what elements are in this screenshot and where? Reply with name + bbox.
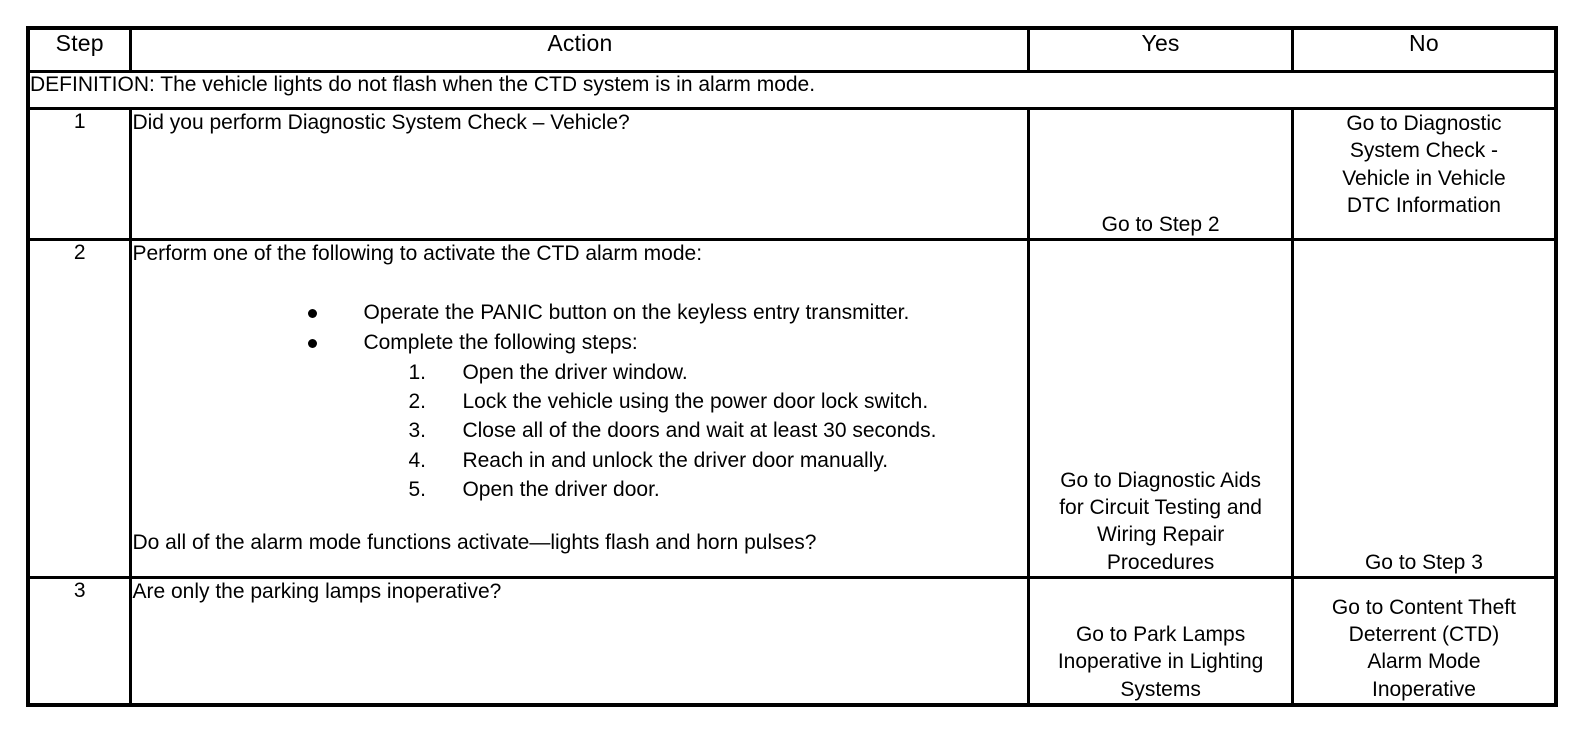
column-header-step: Step [26, 26, 133, 73]
list-item: Operate the PANIC button on the keyless … [132, 298, 1027, 328]
list-item: 5. Open the driver door. [132, 475, 1027, 504]
definition-text: DEFINITION: The vehicle lights do not fl… [26, 70, 1558, 110]
substep-number: 2. [408, 389, 426, 413]
no-line: System Check - [1349, 139, 1499, 163]
action-bullet-list-2: Operate the PANIC button on the keyless … [132, 298, 1027, 358]
no-result-cell-1: Go to Diagnostic System Check - Vehicle … [1290, 107, 1558, 241]
substep-text: Reach in and unlock the driver door manu… [462, 448, 889, 472]
yes-line: Procedures [1106, 550, 1215, 574]
no-line: Go to Step 3 [1364, 550, 1483, 574]
no-line: DTC Information [1346, 193, 1501, 217]
column-header-no: No [1290, 26, 1558, 73]
substep-number: 1. [408, 360, 426, 384]
bullet-text: Operate the PANIC button on the keyless … [363, 300, 910, 324]
action-lead-text-3: Are only the parking lamps inoperative? [132, 580, 502, 603]
list-item: 1. Open the driver window. [132, 358, 1027, 387]
yes-result-cell-2: Go to Diagnostic Aids for Circuit Testin… [1027, 238, 1294, 579]
table-row: 3 Are only the parking lamps inoperative… [26, 576, 1558, 707]
column-header-yes: Yes [1027, 26, 1294, 73]
list-item: 2. Lock the vehicle using the power door… [132, 387, 1027, 416]
header-row: Step Action Yes No [26, 26, 1558, 73]
no-result-cell-2: Go to Step 3 [1290, 238, 1558, 579]
no-line: Go to Content Theft [1331, 595, 1516, 619]
yes-result-cell-1: Go to Step 2 [1027, 107, 1294, 241]
list-item: 3. Close all of the doors and wait at le… [132, 416, 1027, 445]
action-lead-text-1: Did you perform Diagnostic System Check … [132, 111, 630, 134]
yes-line: Go to Park Lamps [1075, 623, 1246, 647]
step-number-3: 3 [26, 576, 133, 707]
substep-number: 5. [408, 478, 426, 502]
substep-text: Open the driver door. [462, 478, 660, 502]
bullet-dot-icon [308, 338, 318, 348]
action-lead-text-2: Perform one of the following to activate… [132, 242, 703, 265]
substep-text: Close all of the doors and wait at least… [462, 419, 937, 443]
vertical-spacer [132, 268, 1027, 298]
yes-line: Inoperative in Lighting [1057, 650, 1264, 674]
substep-text: Open the driver window. [462, 360, 688, 384]
no-line: Deterrent (CTD) [1348, 623, 1500, 647]
bullet-text: Complete the following steps: [363, 330, 638, 354]
no-line: Go to Diagnostic [1346, 112, 1502, 135]
substep-number: 3. [408, 419, 426, 443]
step-number-1: 1 [26, 107, 133, 241]
table-body: DEFINITION: The vehicle lights do not fl… [26, 70, 1558, 707]
definition-row: DEFINITION: The vehicle lights do not fl… [26, 70, 1558, 110]
list-item: 4. Reach in and unlock the driver door m… [132, 446, 1027, 475]
action-cell-3: Are only the parking lamps inoperative? [129, 576, 1031, 707]
no-line: Alarm Mode [1367, 650, 1481, 674]
yes-line: Systems [1120, 677, 1201, 701]
no-result-cell-3: Go to Content Theft Deterrent (CTD) Alar… [1290, 576, 1558, 707]
list-item: Complete the following steps: [132, 328, 1027, 358]
yes-line: Go to Step 2 [1101, 212, 1220, 236]
action-cell-1: Did you perform Diagnostic System Check … [129, 107, 1031, 241]
action-numbered-substeps-2: 1. Open the driver window. 2. Lock the v… [132, 358, 1027, 505]
vertical-spacer [132, 504, 1027, 530]
step-number-2: 2 [26, 238, 133, 579]
table-header: Step Action Yes No [26, 26, 1558, 73]
bullet-dot-icon [308, 308, 318, 318]
no-line: Vehicle in Vehicle [1342, 166, 1506, 190]
diagnostic-procedure-table: Step Action Yes No DEFINITION: The vehic… [26, 26, 1558, 707]
yes-result-cell-3: Go to Park Lamps Inoperative in Lighting… [1027, 576, 1294, 707]
yes-line: Wiring Repair [1096, 523, 1225, 547]
action-question-text-2: Do all of the alarm mode functions activ… [132, 531, 817, 555]
table-row: 2 Perform one of the following to activa… [26, 238, 1558, 579]
substep-text: Lock the vehicle using the power door lo… [462, 389, 929, 413]
table-row: 1 Did you perform Diagnostic System Chec… [26, 107, 1558, 241]
action-cell-2: Perform one of the following to activate… [129, 238, 1031, 579]
yes-line: for Circuit Testing and [1059, 496, 1262, 520]
substep-number: 4. [408, 448, 426, 472]
column-header-action: Action [129, 26, 1031, 73]
yes-line: Go to Diagnostic Aids [1060, 468, 1261, 492]
no-line: Inoperative [1371, 677, 1476, 701]
